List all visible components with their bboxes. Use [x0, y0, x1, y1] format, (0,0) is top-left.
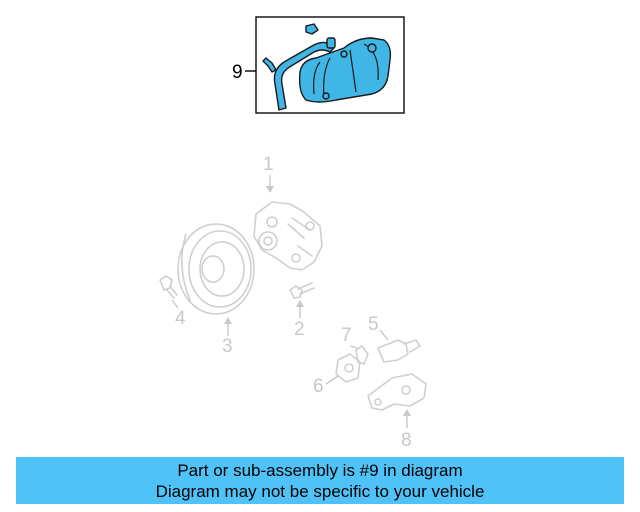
- pump-bolt: [289, 282, 315, 299]
- fitting-7: [355, 345, 369, 365]
- coolant-hose: [273, 41, 335, 111]
- callout-3[interactable]: 3: [222, 336, 233, 357]
- housing-bolt-2: [340, 50, 348, 58]
- callout-5[interactable]: 5: [368, 314, 379, 335]
- housing-body: [298, 37, 392, 103]
- banner-line-1: Part or sub-assembly is #9 in diagram: [177, 461, 463, 480]
- housing-bolt-3: [322, 92, 330, 100]
- callout-6[interactable]: 6: [313, 376, 324, 397]
- bolt-small: [262, 57, 277, 73]
- water-pump: [253, 201, 323, 271]
- banner-line-2: Diagram may not be specific to your vehi…: [155, 482, 485, 501]
- hose-clamp: [326, 37, 336, 49]
- housing-8: [367, 373, 427, 411]
- callout-7[interactable]: 7: [341, 325, 352, 346]
- pulley: [177, 223, 255, 315]
- part-9-inset[interactable]: [255, 16, 405, 114]
- callout-9[interactable]: 9: [232, 62, 243, 83]
- callout-2[interactable]: 2: [294, 319, 305, 340]
- housing-bolt-1: [367, 43, 377, 53]
- bracket-6: [335, 353, 361, 383]
- callout-1[interactable]: 1: [263, 154, 274, 175]
- callout-8[interactable]: 8: [401, 430, 412, 451]
- fitting: [305, 23, 319, 35]
- info-banner: Part or sub-assembly is #9 in diagram Di…: [16, 457, 624, 504]
- pulley-bolt: [159, 275, 178, 299]
- sensor-5: [377, 339, 421, 363]
- callout-4[interactable]: 4: [175, 308, 186, 329]
